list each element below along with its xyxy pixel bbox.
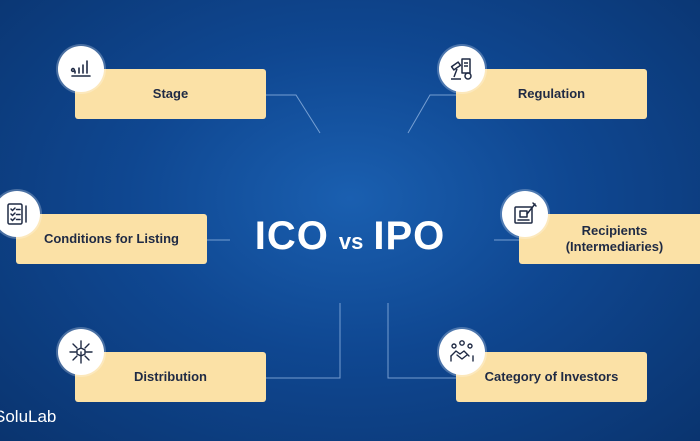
checklist-icon <box>7 203 27 225</box>
title-ipo: IPO <box>373 214 446 258</box>
card-distribution: Distribution <box>75 352 266 402</box>
signature-document-icon <box>514 202 537 224</box>
card-stage-label: Stage <box>152 86 189 101</box>
distribution-cube-icon <box>69 340 93 364</box>
badge-distribution <box>58 329 104 375</box>
card-investors-label: Category of Investors <box>484 369 619 384</box>
connector-distribution <box>266 303 341 379</box>
badge-regulation <box>439 46 485 92</box>
badge-conditions <box>0 191 40 237</box>
card-category-of-investors: Category of Investors <box>456 352 647 402</box>
handshake-icon <box>450 340 474 362</box>
card-recipients-label-line2: (Intermediaries) <box>565 239 664 254</box>
badge-recipients <box>502 191 548 237</box>
card-recipients-label-line1: Recipients <box>581 223 648 238</box>
bar-chart-icon <box>70 60 91 77</box>
badge-stage <box>58 46 104 92</box>
title-ico: ICO <box>254 214 329 258</box>
card-regulation-label: Regulation <box>517 86 586 101</box>
card-stage: Stage <box>75 69 266 119</box>
connector-investors <box>387 303 456 379</box>
card-conditions-for-listing: Conditions for Listing <box>16 214 207 264</box>
card-regulation: Regulation <box>456 69 647 119</box>
card-distribution-label: Distribution <box>134 369 207 384</box>
connector-stage <box>266 94 321 134</box>
brand-logo: SoluLab <box>0 407 57 426</box>
gavel-document-icon <box>450 58 472 80</box>
card-recipients: Recipients (Intermediaries) <box>519 214 700 264</box>
card-conditions-label: Conditions for Listing <box>43 231 180 246</box>
page-title: ICO vs IPO <box>220 214 480 274</box>
badge-investors <box>439 329 485 375</box>
title-vs: vs <box>338 229 364 254</box>
connector-regulation <box>407 94 456 134</box>
